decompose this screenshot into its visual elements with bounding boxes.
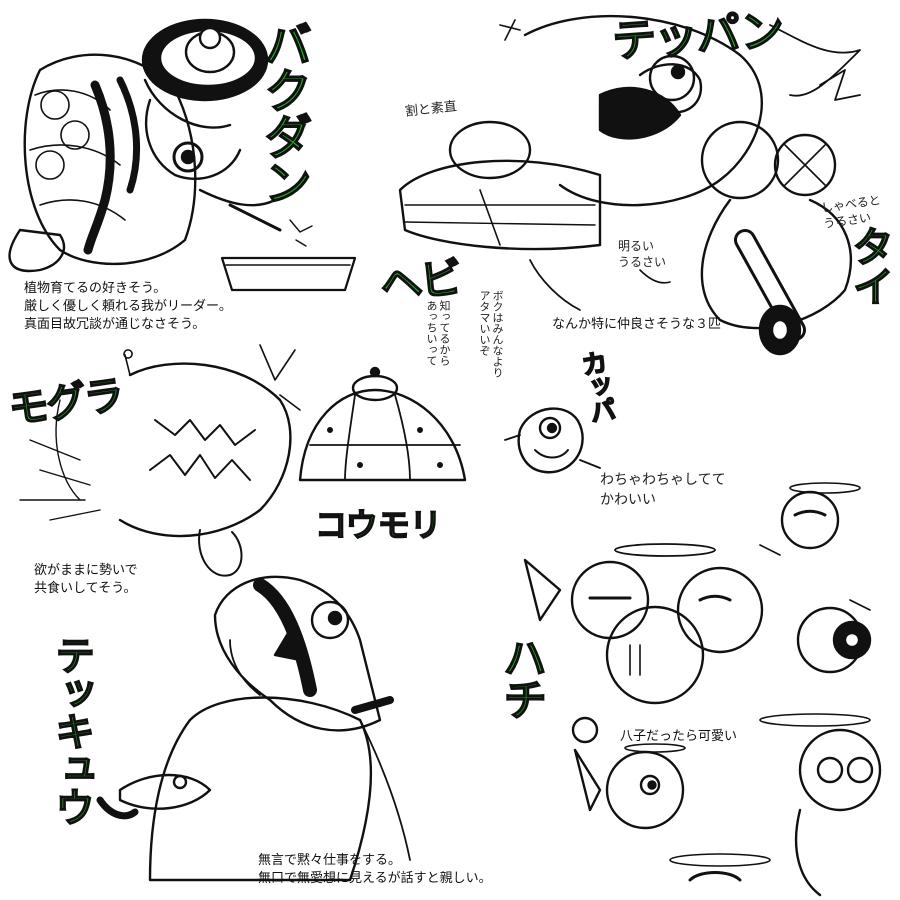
note-shitteru: 知ってるから あっちいって [425, 300, 451, 366]
baguguen-figure [8, 18, 357, 292]
note-wachawacha: わちゃわちゃしてて かわいい [600, 472, 726, 508]
tekkyu-figure [96, 575, 411, 882]
note-akarui: 明るい うるさい [618, 239, 667, 269]
caption-cannibal: 欲がままに勢いで 共食いしてそう。 [34, 563, 138, 596]
caption-eight: 八子だったら可愛い [620, 729, 738, 744]
name-hachi: ハチ [494, 634, 547, 720]
name-baguguen: バクダン [254, 19, 312, 205]
name-koumori: コウモリ [314, 505, 442, 545]
name-tai: タイ [845, 224, 896, 306]
caption-trio: なんか特に仲良さそうな３匹 [552, 317, 722, 332]
trio-figures [398, 14, 861, 356]
note-boku: ボクはみんなより アタマいいぞ [478, 290, 504, 378]
hachi-figures [523, 482, 882, 897]
mogura-figure [19, 344, 301, 577]
name-teppan: テッパン [610, 4, 785, 68]
koumori-figure [298, 366, 467, 482]
kappa-figure [504, 407, 601, 474]
name-tekkyu: テッキュウ [47, 634, 95, 826]
caption-leader: 植物育てるの好きそう。 厳しく優しく頼れる我がリーダー。 真面目故冗談が通じなさ… [24, 281, 232, 332]
caption-quiet: 無言で黙々仕事をする。 無口で無愛想に見えるが話すと親しい。 [258, 853, 492, 886]
